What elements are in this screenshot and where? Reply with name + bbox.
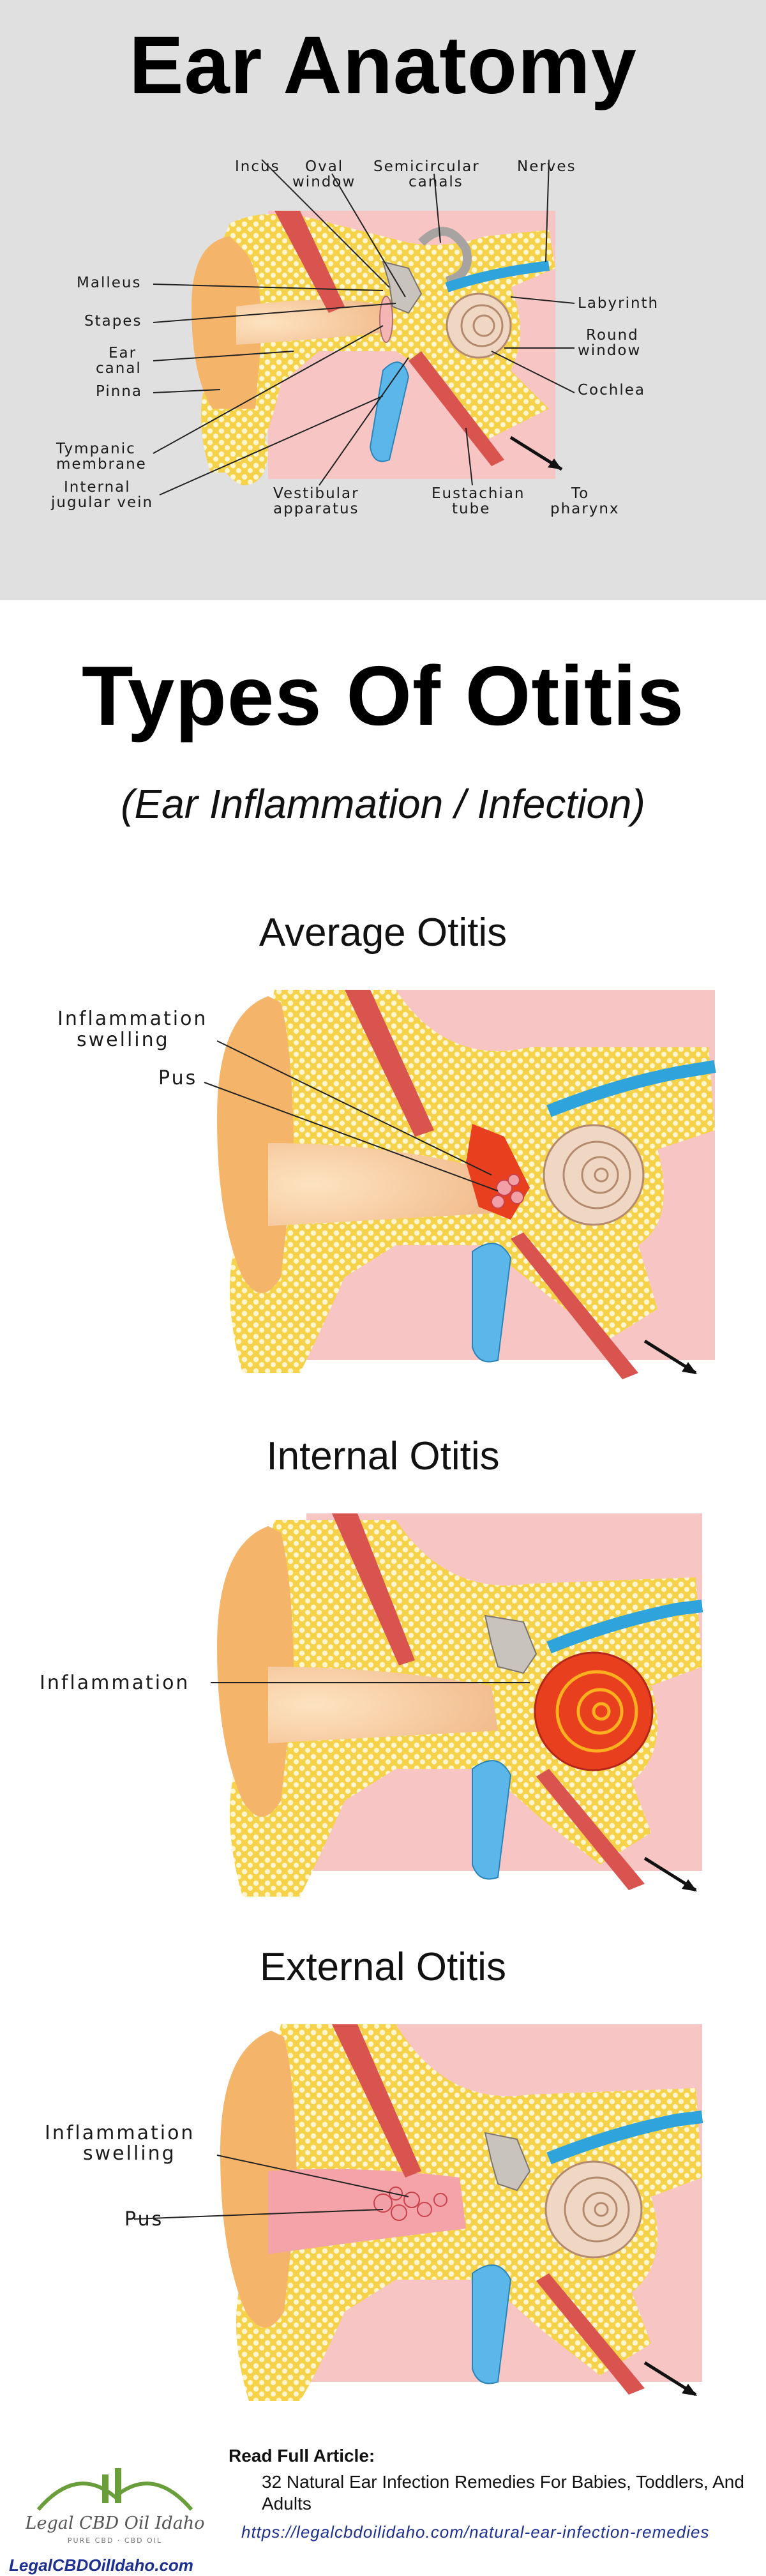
inflammation-swelling-label: Inflammation xyxy=(57,1008,207,1030)
read-full-article-label: Read Full Article: xyxy=(229,2446,375,2466)
logo: Legal CBD Oil Idaho PURE CBD · CBD OIL xyxy=(26,2468,204,2545)
auricular-muscle xyxy=(274,211,345,313)
types-of-otitis-title: Types Of Otitis xyxy=(81,649,685,743)
jugular-vein xyxy=(472,1760,512,1880)
malleus-label: Malleus xyxy=(77,275,141,291)
inflammation-swelling-label-line2: swelling xyxy=(77,1029,170,1051)
eustachian-tube xyxy=(409,351,504,466)
pinna xyxy=(192,236,262,427)
nerve xyxy=(546,1600,703,1654)
to-pharynx-label: To xyxy=(571,485,589,502)
to-pharynx-label-line2: pharynx xyxy=(550,501,620,517)
eustachian-tube xyxy=(536,2273,645,2395)
ossicles xyxy=(484,1614,537,1674)
inflamed-ear-canal xyxy=(268,2169,466,2254)
anatomy-leaders xyxy=(153,159,575,496)
logo-text: Legal CBD Oil Idaho xyxy=(26,2513,204,2533)
ear-canal xyxy=(268,1143,492,1226)
semicircular-canals-label-line2: canals xyxy=(409,174,463,190)
bone-region xyxy=(236,2024,702,2401)
internal-otitis-diagram: Inflammation xyxy=(40,1513,703,1897)
ear-anatomy-diagram: Incus Oval window Semicircular canals Ne… xyxy=(50,158,659,517)
tympanic-membrane-label: Tympanic xyxy=(56,441,136,457)
inflamed-cochlea xyxy=(534,1651,654,1771)
average-otitis-diagram: Inflammation swelling Pus xyxy=(57,990,716,1379)
inflammation-label: Inflammation xyxy=(40,1672,190,1694)
jugular-vein xyxy=(472,2264,512,2384)
inflammation-swelling-label: Inflammation xyxy=(45,2122,195,2144)
incus-label: Incus xyxy=(235,158,280,175)
inflammation-swelling-label-line2: swelling xyxy=(83,2142,176,2165)
external-otitis-title: External Otitis xyxy=(260,1945,506,1989)
pinna xyxy=(220,2031,297,2328)
average-otitis-title: Average Otitis xyxy=(259,911,507,955)
eustachian-tube xyxy=(536,1769,645,1890)
nerve xyxy=(445,261,550,292)
jugular-vein xyxy=(472,1243,512,1363)
external-otitis-diagram: Inflammation swelling Pus xyxy=(45,2024,703,2401)
cochlea xyxy=(544,2160,643,2259)
ear-canal-label-line2: canal xyxy=(96,360,142,377)
ear-canal-label: Ear xyxy=(109,345,137,361)
ear-canal xyxy=(236,299,389,345)
logo-tagline: PURE CBD · CBD OIL xyxy=(68,2536,162,2545)
jugular-vein-label: Internal xyxy=(64,479,131,496)
average-leaders xyxy=(204,1040,499,1192)
cochlea xyxy=(543,1124,645,1226)
eustachian-tube-label-line2: tube xyxy=(452,501,490,517)
nerves-label: Nerves xyxy=(517,158,576,175)
cochlea-label: Cochlea xyxy=(578,382,645,398)
labyrinth-label: Labyrinth xyxy=(578,295,659,312)
tympanic-membrane-label-line2: membrane xyxy=(56,456,147,473)
ossicles xyxy=(484,2132,531,2192)
eustachian-tube xyxy=(511,1232,638,1379)
pus-label: Pus xyxy=(158,1067,197,1089)
semicircular-canals xyxy=(418,227,472,285)
jugular-vein xyxy=(369,361,410,462)
eustachian-tube-label: Eustachian xyxy=(432,485,525,502)
vestibular-apparatus-label: Vestibular xyxy=(273,485,359,502)
ear-anatomy-title: Ear Anatomy xyxy=(129,20,637,111)
internal-otitis-title: Internal Otitis xyxy=(266,1434,500,1478)
cochlea xyxy=(446,292,512,359)
oval-window-label: Oval xyxy=(305,158,343,175)
vestibular-apparatus-label-line2: apparatus xyxy=(273,501,359,517)
pus-bubbles xyxy=(373,2186,447,2221)
eardrum xyxy=(379,296,393,343)
article-link[interactable]: https://legalcbdoilidaho.com/natural-ear… xyxy=(241,2522,710,2542)
pinna-label: Pinna xyxy=(96,383,142,400)
external-leaders xyxy=(133,2155,409,2220)
types-of-otitis-subtitle: (Ear Inflammation / Infection) xyxy=(121,781,645,827)
footer: Legal CBD Oil Idaho PURE CBD · CBD OIL R… xyxy=(0,2420,766,2576)
jugular-vein-label-line2: jugular vein xyxy=(50,494,153,511)
pinna xyxy=(217,1526,294,1817)
stapes-label: Stapes xyxy=(84,313,142,330)
site-link[interactable]: LegalCBDOilIdaho.com xyxy=(9,2556,193,2575)
semicircular-canals-label: Semicircular xyxy=(373,158,480,175)
auricular-muscle xyxy=(332,2024,421,2178)
article-title[interactable]: 32 Natural Ear Infection Remedies For Ba… xyxy=(262,2472,744,2513)
auricular-muscle xyxy=(332,1513,415,1665)
oval-window-label-line2: window xyxy=(292,174,356,190)
nerve xyxy=(546,2110,703,2165)
auricular-muscle xyxy=(345,990,434,1137)
nerve xyxy=(546,1060,716,1118)
pus-bubbles xyxy=(491,1174,524,1209)
round-window-label: Round xyxy=(586,327,639,344)
pus-label: Pus xyxy=(124,2208,163,2231)
ear-canal xyxy=(268,1667,498,1743)
round-window-label-line2: window xyxy=(578,342,641,359)
